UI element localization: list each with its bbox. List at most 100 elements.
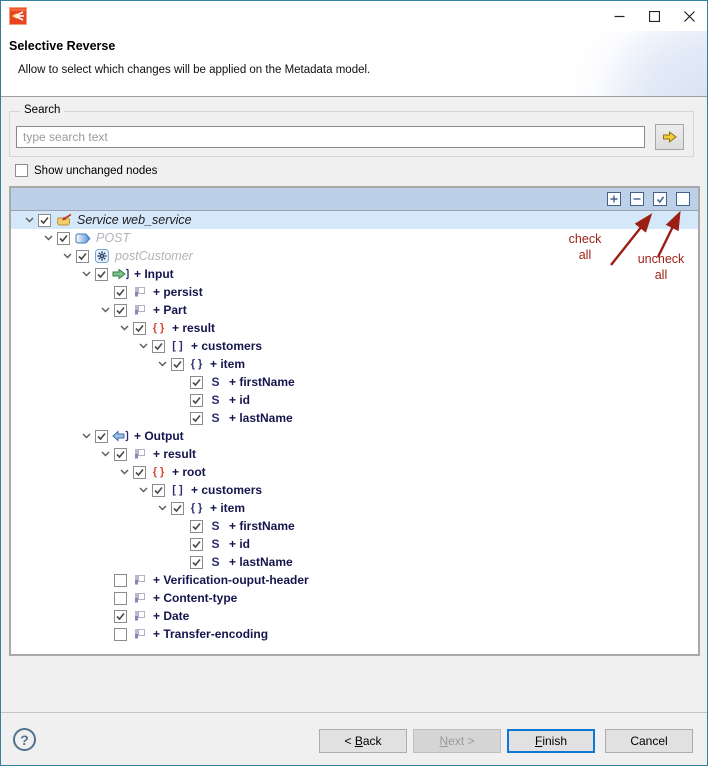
node-checkbox[interactable] [190, 537, 203, 551]
expand-chevron-icon[interactable] [154, 355, 171, 373]
node-checkbox[interactable] [190, 555, 203, 569]
tree-node-date[interactable]: + Date [11, 607, 698, 625]
tree-node-persist[interactable]: + persist [11, 283, 698, 301]
tree-node-id[interactable]: S+ id [11, 535, 698, 553]
braces-navy-icon: { } [190, 502, 203, 514]
node-label: + id [229, 393, 251, 407]
expand-chevron-icon[interactable] [21, 211, 38, 229]
cancel-button[interactable]: Cancel [605, 729, 693, 753]
tree-node-firstname[interactable]: S+ firstName [11, 517, 698, 535]
tree-node-service-web-service[interactable]: Service web_service [11, 211, 698, 229]
tree-node-root[interactable]: { }+ root [11, 463, 698, 481]
expand-chevron-icon[interactable] [154, 499, 171, 517]
node-checkbox[interactable] [133, 465, 146, 479]
tree-node-post[interactable]: POST [11, 229, 698, 247]
tree-node-verification-ouput-header[interactable]: + Verification-ouput-header [11, 571, 698, 589]
tree-node-item[interactable]: { }+ item [11, 355, 698, 373]
tree-node-result[interactable]: { } + result [11, 319, 698, 337]
node-label: + result [153, 447, 197, 461]
chevron-down-icon [120, 325, 129, 331]
node-checkbox[interactable] [76, 249, 89, 263]
collapse-all-button[interactable] [630, 192, 644, 206]
minimize-button[interactable] [602, 1, 636, 31]
tree-node-item[interactable]: { } + item [11, 499, 698, 517]
node-checkbox[interactable] [114, 573, 127, 587]
node-checkbox[interactable] [114, 285, 127, 299]
expand-chevron-icon[interactable] [78, 427, 95, 445]
show-unchanged-checkbox[interactable] [15, 164, 28, 177]
node-checkbox[interactable] [114, 591, 127, 605]
expand-chevron-icon[interactable] [97, 445, 114, 463]
expand-chevron-icon[interactable] [59, 247, 76, 265]
node-checkbox[interactable] [114, 627, 127, 641]
checkmark-icon [97, 270, 106, 278]
search-input[interactable] [16, 126, 645, 148]
node-checkbox[interactable] [171, 501, 184, 515]
node-label: + Input [134, 267, 174, 281]
help-button[interactable]: ? [13, 728, 36, 751]
node-label: + firstName [229, 375, 295, 389]
tree-node-content-type[interactable]: + Content-type [11, 589, 698, 607]
chevron-placeholder [97, 589, 114, 607]
part-icon [130, 283, 149, 301]
node-checkbox[interactable] [95, 267, 108, 281]
expand-chevron-icon[interactable] [116, 463, 133, 481]
node-checkbox[interactable] [152, 483, 165, 497]
search-go-button[interactable] [655, 124, 684, 150]
expand-chevron-icon[interactable] [135, 337, 152, 355]
close-button[interactable] [672, 1, 706, 31]
show-unchanged-nodes-option[interactable]: Show unchanged nodes [15, 164, 157, 177]
tree-node-result[interactable]: + result [11, 445, 698, 463]
maximize-button[interactable] [637, 1, 671, 31]
tree-node-customers[interactable]: [ ]+ customers [11, 481, 698, 499]
tree-node-output[interactable]: + Output [11, 427, 698, 445]
node-label: + Date [153, 609, 190, 623]
string-icon: S [211, 411, 220, 425]
node-checkbox[interactable] [114, 609, 127, 623]
expand-chevron-icon[interactable] [135, 481, 152, 499]
braces-red-icon: { } [152, 322, 165, 334]
tree-node-input[interactable]: + Input [11, 265, 698, 283]
node-checkbox[interactable] [190, 411, 203, 425]
expand-chevron-icon[interactable] [97, 301, 114, 319]
chevron-down-icon [158, 361, 167, 367]
node-label: + Part [153, 303, 187, 317]
node-checkbox[interactable] [190, 393, 203, 407]
expand-chevron-icon[interactable] [40, 229, 57, 247]
part-icon [130, 445, 149, 463]
tree-node-id[interactable]: S + id [11, 391, 698, 409]
node-checkbox[interactable] [57, 231, 70, 245]
expand-chevron-icon[interactable] [78, 265, 95, 283]
expand-all-button[interactable] [607, 192, 621, 206]
node-checkbox[interactable] [114, 303, 127, 317]
tree-node-lastname[interactable]: S+ lastName [11, 409, 698, 427]
tree-node-part[interactable]: + Part [11, 301, 698, 319]
node-checkbox[interactable] [38, 213, 51, 227]
expand-chevron-icon[interactable] [116, 319, 133, 337]
tree-node-lastname[interactable]: S+ lastName [11, 553, 698, 571]
uncheck-all-button[interactable] [676, 192, 690, 206]
node-checkbox[interactable] [190, 375, 203, 389]
node-checkbox[interactable] [95, 429, 108, 443]
node-label: + item [210, 501, 246, 515]
string-icon: S [211, 393, 220, 407]
check-all-button[interactable] [653, 192, 667, 206]
finish-button[interactable]: Finish [507, 729, 595, 753]
node-label: + item [210, 357, 246, 371]
tree-node-customers[interactable]: [ ]+ customers [11, 337, 698, 355]
part-icon [130, 607, 149, 625]
tree-node-transfer-encoding[interactable]: + Transfer-encoding [11, 625, 698, 643]
chevron-placeholder [173, 535, 190, 553]
node-label: + Content-type [153, 591, 238, 605]
node-checkbox[interactable] [152, 339, 165, 353]
node-checkbox[interactable] [171, 357, 184, 371]
node-label: + result [172, 321, 216, 335]
tree-node-postcustomer[interactable]: postCustomer [11, 247, 698, 265]
string-icon: S [211, 375, 220, 389]
node-checkbox[interactable] [190, 519, 203, 533]
node-checkbox[interactable] [114, 447, 127, 461]
node-checkbox[interactable] [133, 321, 146, 335]
tree-node-firstname[interactable]: S + firstName [11, 373, 698, 391]
output-icon [111, 427, 130, 445]
back-button[interactable]: < Back [319, 729, 407, 753]
